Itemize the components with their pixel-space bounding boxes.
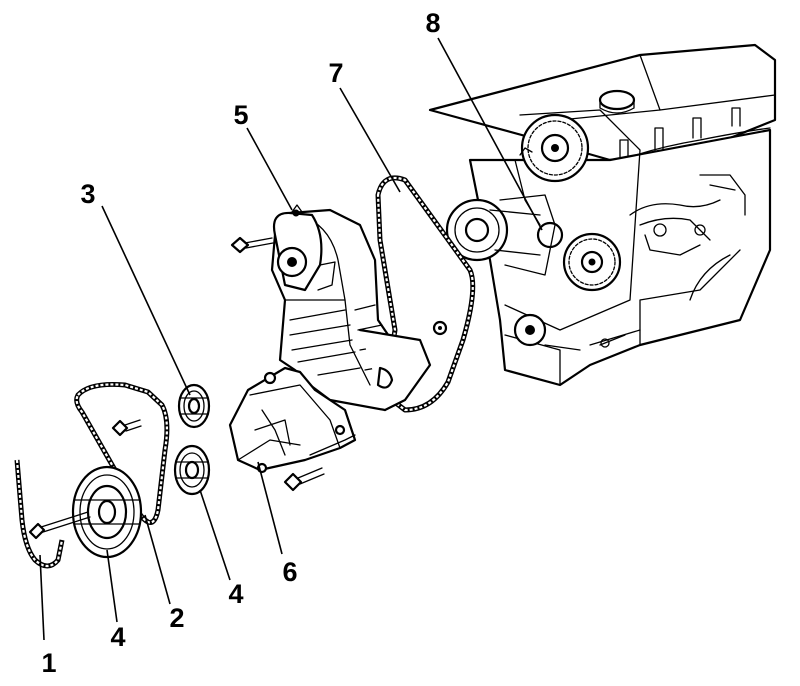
- callout-6: 6: [282, 557, 297, 587]
- callout-7: 7: [328, 58, 343, 88]
- v-belt: [74, 382, 170, 525]
- engine-block: [428, 43, 777, 387]
- pulley-4-upper: [173, 444, 211, 496]
- leader-lines: [39, 37, 543, 641]
- crankshaft-pulley: [28, 465, 143, 559]
- pulley-3: [177, 383, 211, 429]
- callout-1: 1: [41, 648, 56, 678]
- callout-4-upper: 4: [228, 579, 243, 609]
- callout-5: 5: [233, 100, 248, 130]
- callout-4-lower: 4: [110, 622, 125, 652]
- lower-belt: [14, 459, 65, 569]
- callout-8: 8: [425, 8, 440, 38]
- callout-labels: 1 2 3 4 4 5 6 7 8: [41, 8, 440, 678]
- callout-2: 2: [169, 603, 184, 633]
- callout-3: 3: [80, 179, 95, 209]
- timing-cover: [230, 204, 448, 412]
- belt-cover-bracket: [228, 366, 357, 492]
